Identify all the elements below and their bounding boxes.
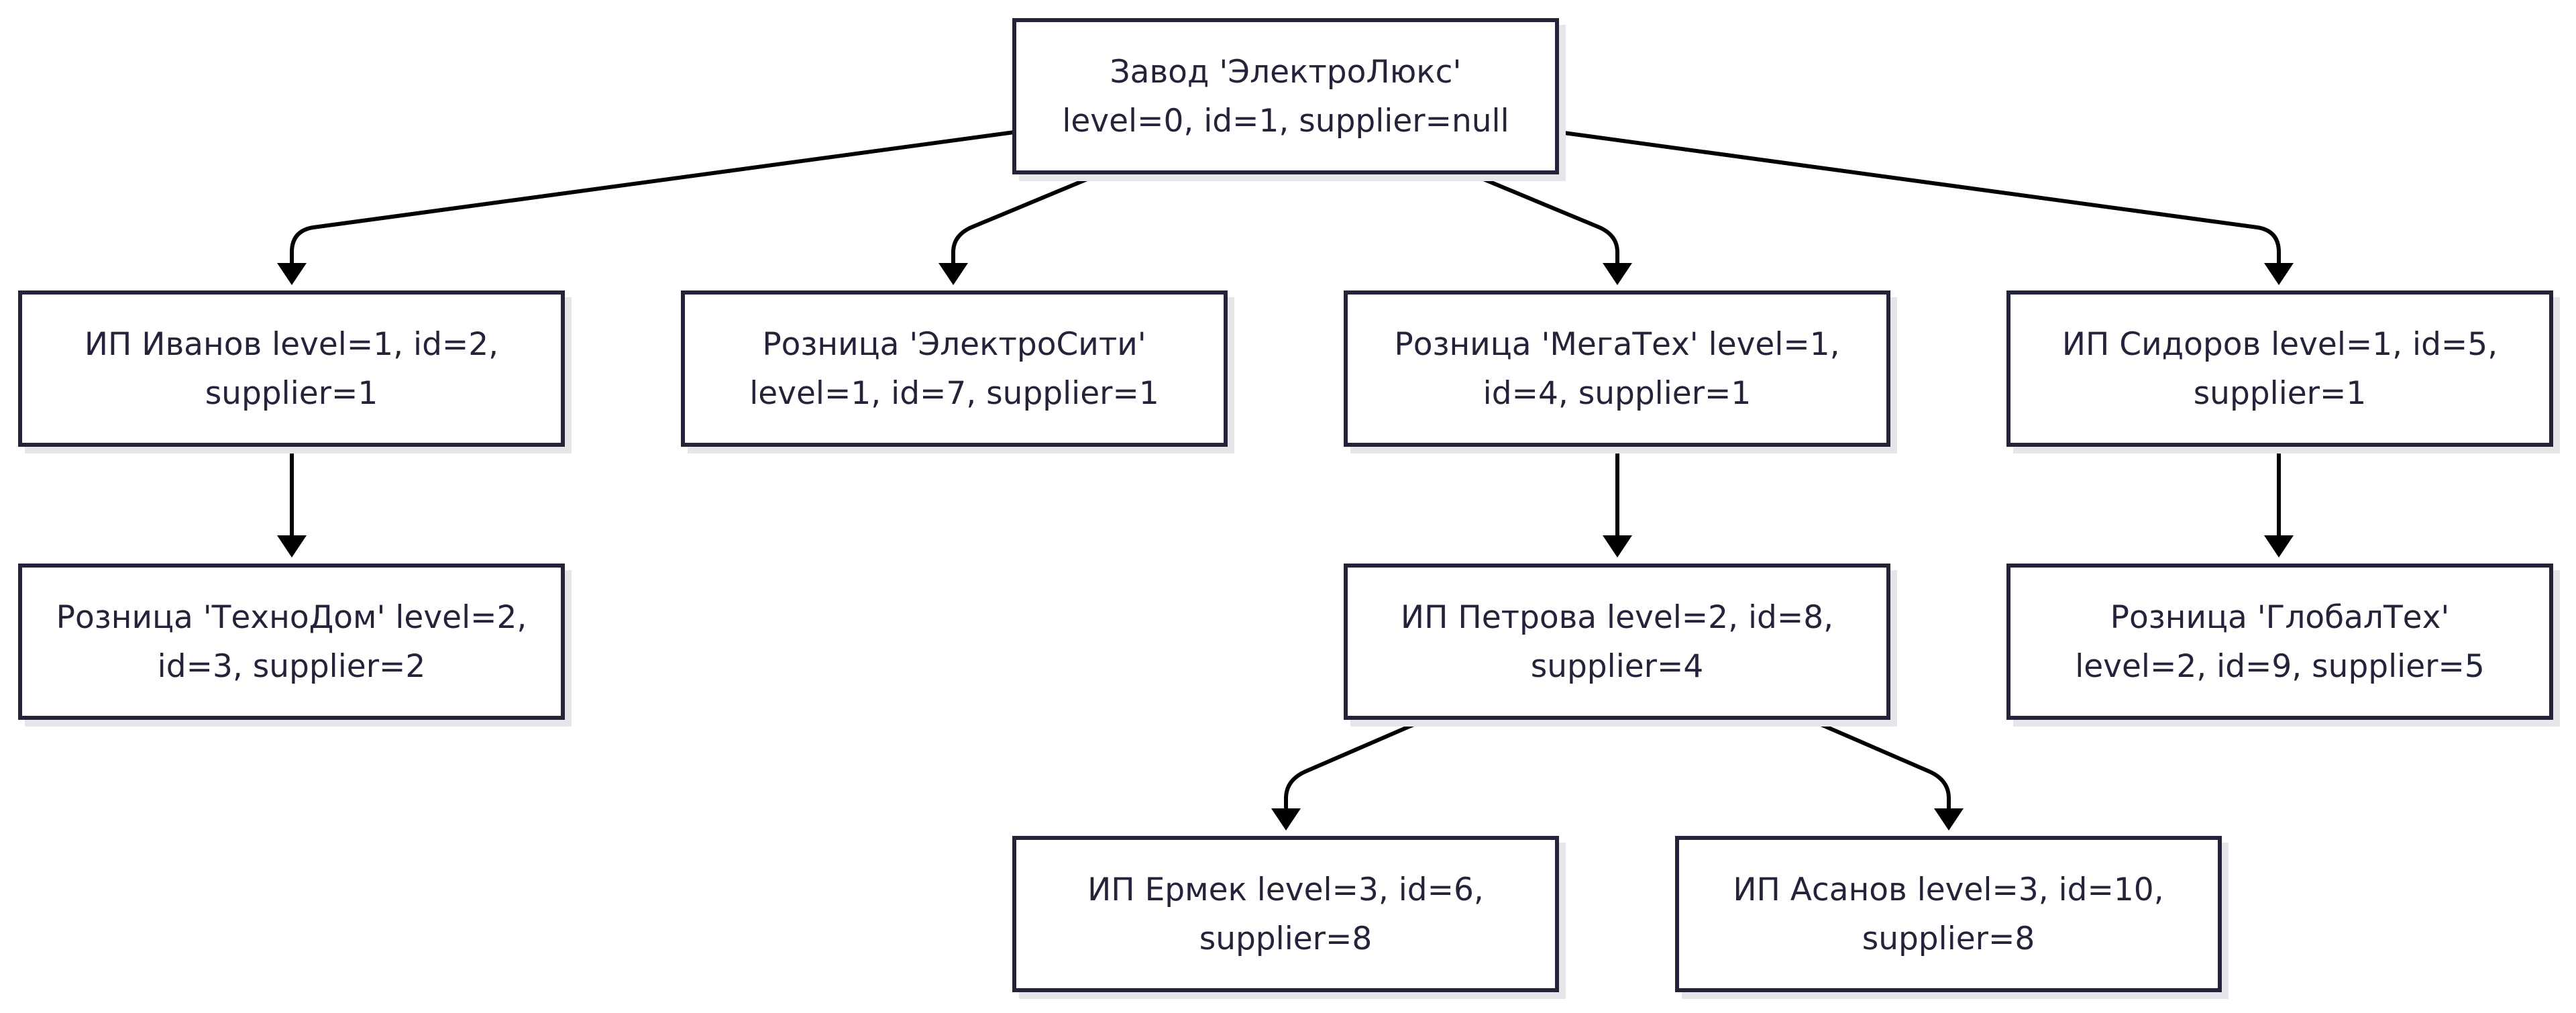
node-label: ИП Иванов level=1, id=2, supplier=1 bbox=[85, 320, 498, 418]
node-factory-electrolux: Завод 'ЭлектроЛюкс' level=0, id=1, suppl… bbox=[1012, 18, 1559, 174]
node-retail-electrocity: Розница 'ЭлектроСити' level=1, id=7, sup… bbox=[681, 290, 1228, 447]
node-label-line: id=3, supplier=2 bbox=[157, 647, 426, 685]
edge-1-to-5-arrowhead bbox=[2264, 263, 2294, 285]
node-label-line: level=0, id=1, supplier=null bbox=[1062, 102, 1509, 140]
node-label-line: ИП Сидоров level=1, id=5, bbox=[2061, 325, 2498, 363]
node-ip-ivanov: ИП Иванов level=1, id=2, supplier=1 bbox=[18, 290, 565, 447]
edge-8-to-6-arrowhead bbox=[1271, 808, 1301, 831]
edge-8-to-10 bbox=[1807, 717, 1951, 808]
node-label: ИП Ермек level=3, id=6, supplier=8 bbox=[1087, 865, 1484, 963]
node-ip-asanov: ИП Асанов level=3, id=10, supplier=8 bbox=[1675, 836, 2222, 992]
node-label: Розница 'ЭлектроСити' level=1, id=7, sup… bbox=[749, 320, 1159, 418]
node-ip-ermek: ИП Ермек level=3, id=6, supplier=8 bbox=[1012, 836, 1559, 992]
edge-1-to-4-arrowhead bbox=[1603, 263, 1632, 285]
node-label-line: ИП Ермек level=3, id=6, bbox=[1087, 871, 1484, 908]
node-label-line: Розница 'ЭлектроСити' bbox=[762, 325, 1146, 363]
node-label-line: level=2, id=9, supplier=5 bbox=[2075, 647, 2485, 685]
edge-1-to-7-arrowhead bbox=[938, 263, 968, 285]
node-label-line: supplier=8 bbox=[1862, 920, 2035, 957]
node-ip-sidorov: ИП Сидоров level=1, id=5, supplier=1 bbox=[2006, 290, 2553, 447]
node-retail-globaltech: Розница 'ГлобалТех' level=2, id=9, suppl… bbox=[2006, 564, 2553, 720]
node-label-line: Розница 'МегаТех' level=1, bbox=[1394, 325, 1840, 363]
edge-1-to-4 bbox=[1469, 172, 1619, 263]
node-label: Розница 'МегаТех' level=1, id=4, supplie… bbox=[1394, 320, 1839, 418]
node-label-line: supplier=8 bbox=[1199, 920, 1373, 957]
edge-5-to-9-arrowhead bbox=[2264, 535, 2294, 557]
edge-1-to-7 bbox=[951, 172, 1102, 263]
node-label: Розница 'ГлобалТех' level=2, id=9, suppl… bbox=[2075, 593, 2485, 691]
node-label-line: Розница 'ТехноДом' level=2, bbox=[56, 598, 527, 636]
node-label: ИП Сидоров level=1, id=5, supplier=1 bbox=[2062, 320, 2498, 418]
node-label: ИП Петрова level=2, id=8, supplier=4 bbox=[1401, 593, 1833, 691]
node-retail-technodom: Розница 'ТехноДом' level=2, id=3, suppli… bbox=[18, 564, 565, 720]
node-label-line: supplier=4 bbox=[1530, 647, 1704, 685]
node-label: ИП Асанов level=3, id=10, supplier=8 bbox=[1733, 865, 2163, 963]
node-label-line: ИП Асанов level=3, id=10, bbox=[1733, 871, 2164, 908]
edge-8-to-6 bbox=[1284, 717, 1428, 808]
edge-1-to-2-arrowhead bbox=[277, 263, 307, 285]
node-label: Розница 'ТехноДом' level=2, id=3, suppli… bbox=[56, 593, 527, 691]
edge-1-to-2 bbox=[290, 130, 1015, 263]
node-label-line: supplier=1 bbox=[205, 374, 378, 412]
node-label-line: supplier=1 bbox=[2193, 374, 2367, 412]
node-label-line: ИП Иванов level=1, id=2, bbox=[84, 325, 499, 363]
node-ip-petrova: ИП Петрова level=2, id=8, supplier=4 bbox=[1344, 564, 1890, 720]
edge-1-to-5 bbox=[1558, 130, 2281, 263]
node-label-line: Розница 'ГлобалТех' bbox=[2110, 598, 2450, 636]
edge-8-to-10-arrowhead bbox=[1934, 808, 1964, 831]
node-label-line: id=4, supplier=1 bbox=[1483, 374, 1752, 412]
edge-2-to-3-arrowhead bbox=[277, 535, 307, 557]
edge-4-to-8-arrowhead bbox=[1603, 535, 1632, 557]
node-retail-megatech: Розница 'МегаТех' level=1, id=4, supplie… bbox=[1344, 290, 1890, 447]
node-label-line: level=1, id=7, supplier=1 bbox=[749, 374, 1159, 412]
node-label: Завод 'ЭлектроЛюкс' level=0, id=1, suppl… bbox=[1062, 48, 1509, 146]
node-label-line: Завод 'ЭлектроЛюкс' bbox=[1110, 53, 1462, 91]
node-label-line: ИП Петрова level=2, id=8, bbox=[1400, 598, 1834, 636]
